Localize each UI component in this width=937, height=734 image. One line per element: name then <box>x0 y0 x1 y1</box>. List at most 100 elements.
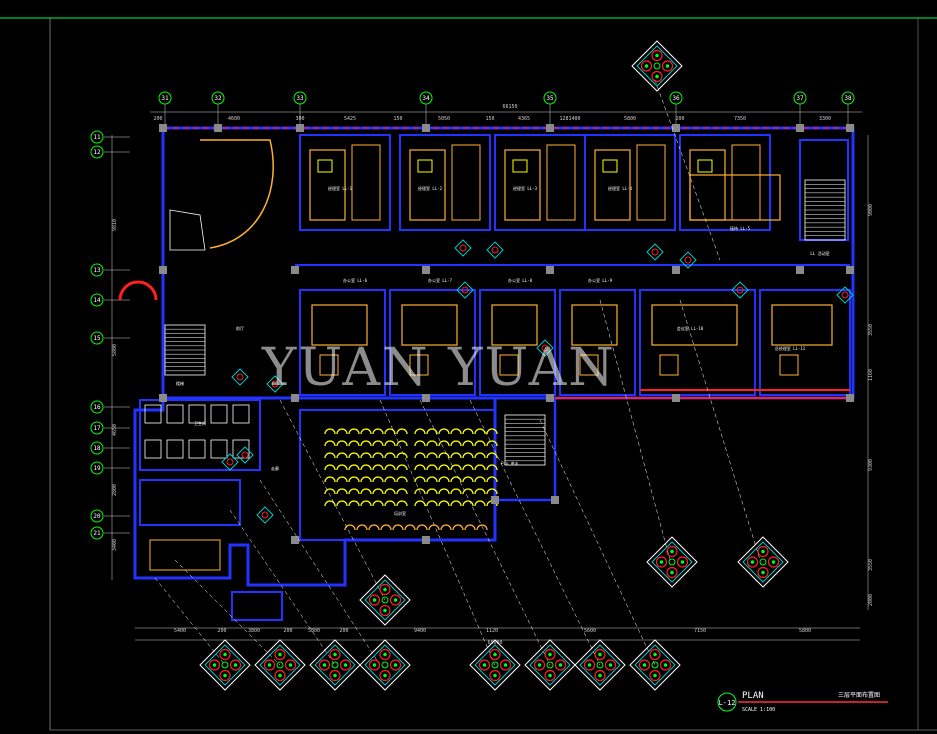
grid-label-top: 36 <box>672 95 680 102</box>
detail-lamp-center <box>393 598 398 602</box>
dim-segment-top: 7350 <box>734 116 746 122</box>
title-drawing-name: 三层平面布置图 <box>838 691 880 699</box>
detail-lamp-center <box>493 652 497 657</box>
stairs <box>164 179 846 466</box>
room-label: 经理室 LL-4 <box>608 185 633 191</box>
training-seat <box>462 464 474 471</box>
leader-line <box>379 399 496 666</box>
training-seat <box>462 428 474 435</box>
dim-segment-left: 4650 <box>112 424 118 436</box>
training-seat-front <box>416 524 428 531</box>
ceiling-detail <box>254 639 306 691</box>
detail-lamp-center <box>771 560 776 564</box>
toilet-stall <box>166 404 184 424</box>
grid-label-top: 33 <box>296 95 304 102</box>
detail-lamp-center <box>663 663 668 667</box>
training-seat <box>474 488 486 495</box>
training-seat <box>474 452 486 459</box>
column <box>159 394 167 402</box>
detail-center <box>331 661 339 669</box>
detail-lamp <box>219 669 231 682</box>
detail-lamp <box>339 659 352 671</box>
detail-lamp-center <box>537 663 542 667</box>
washroom-block <box>139 479 241 526</box>
training-seat <box>360 464 372 471</box>
training-seat-front <box>440 524 452 531</box>
grid-label-left: 12 <box>93 149 101 156</box>
detail-lamp-center <box>680 560 685 564</box>
training-seat <box>450 452 462 459</box>
training-seat-front <box>476 524 488 531</box>
room-label: 接待 LL-5 <box>730 225 751 231</box>
training-seat <box>384 488 396 495</box>
lamp-diamond <box>454 239 472 257</box>
detail-lamp-center <box>333 652 337 657</box>
grid-label-top: 38 <box>844 95 852 102</box>
training-seat <box>438 464 450 471</box>
training-seat <box>486 452 498 459</box>
office-desk <box>409 149 446 221</box>
training-seat <box>336 488 348 495</box>
toilet-stall <box>144 404 162 424</box>
detail-lamp-center <box>653 673 657 678</box>
dim-segment-right: 3550 <box>868 324 874 336</box>
dim-segment-top: 200 <box>675 116 684 122</box>
detail-inner <box>314 644 356 686</box>
detail-outline <box>737 536 789 588</box>
training-seat <box>450 500 462 507</box>
detail-center <box>759 558 767 566</box>
training-seat <box>438 500 450 507</box>
training-seat <box>426 440 438 447</box>
detail-lamp <box>544 669 556 682</box>
detail-lamp-center <box>587 663 592 667</box>
detail-lamp-center <box>482 663 487 667</box>
lamp-diamond <box>266 375 284 393</box>
column <box>846 394 854 402</box>
grid-bubble-top <box>543 91 557 105</box>
grid-label-top: 31 <box>161 95 169 102</box>
dim-segment-top: 150 <box>393 116 402 122</box>
detail-lamp <box>379 648 391 661</box>
detail-lamp-center <box>288 663 293 667</box>
mid-office-chair <box>579 354 599 376</box>
detail-inner <box>634 644 676 686</box>
training-seat <box>450 428 462 435</box>
title-plan: PLAN <box>742 691 764 701</box>
column <box>422 536 430 544</box>
training-seat <box>336 500 348 507</box>
dim-segment-bottom: 200 <box>339 628 348 634</box>
training-seat <box>324 488 336 495</box>
north-east-stair-room <box>799 139 849 241</box>
training-seat <box>474 440 486 447</box>
grid-label-left: 21 <box>93 530 101 537</box>
ceiling-detail <box>737 536 789 588</box>
office-partition <box>584 134 676 231</box>
detail-lamp-center <box>278 673 282 678</box>
detail-lamp <box>368 659 381 671</box>
column <box>796 266 804 274</box>
detail-lamp <box>757 566 769 579</box>
training-seat <box>324 428 336 435</box>
training-seat <box>396 440 408 447</box>
column <box>546 124 554 132</box>
lamp-core <box>226 458 234 466</box>
lamp-core <box>684 256 692 264</box>
column <box>159 266 167 274</box>
grid-bubble-top <box>293 91 307 105</box>
training-seat <box>426 476 438 483</box>
detail-lamp-center <box>322 663 327 667</box>
office-cabinet <box>451 144 481 221</box>
detail-lamp-center <box>223 673 227 678</box>
room-label: 办公室 LL-7 <box>428 277 453 283</box>
dim-segment-bottom: 3800 <box>248 628 260 634</box>
grid-label-top: 32 <box>214 95 222 102</box>
detail-lamp <box>274 648 286 661</box>
detail-lamp <box>655 556 668 568</box>
detail-lamp <box>379 583 391 596</box>
grid-bubble-left <box>90 526 104 540</box>
training-seat <box>462 488 474 495</box>
dim-segment-left: 9810 <box>112 219 118 231</box>
dim-segment-right: 9300 <box>868 459 874 471</box>
